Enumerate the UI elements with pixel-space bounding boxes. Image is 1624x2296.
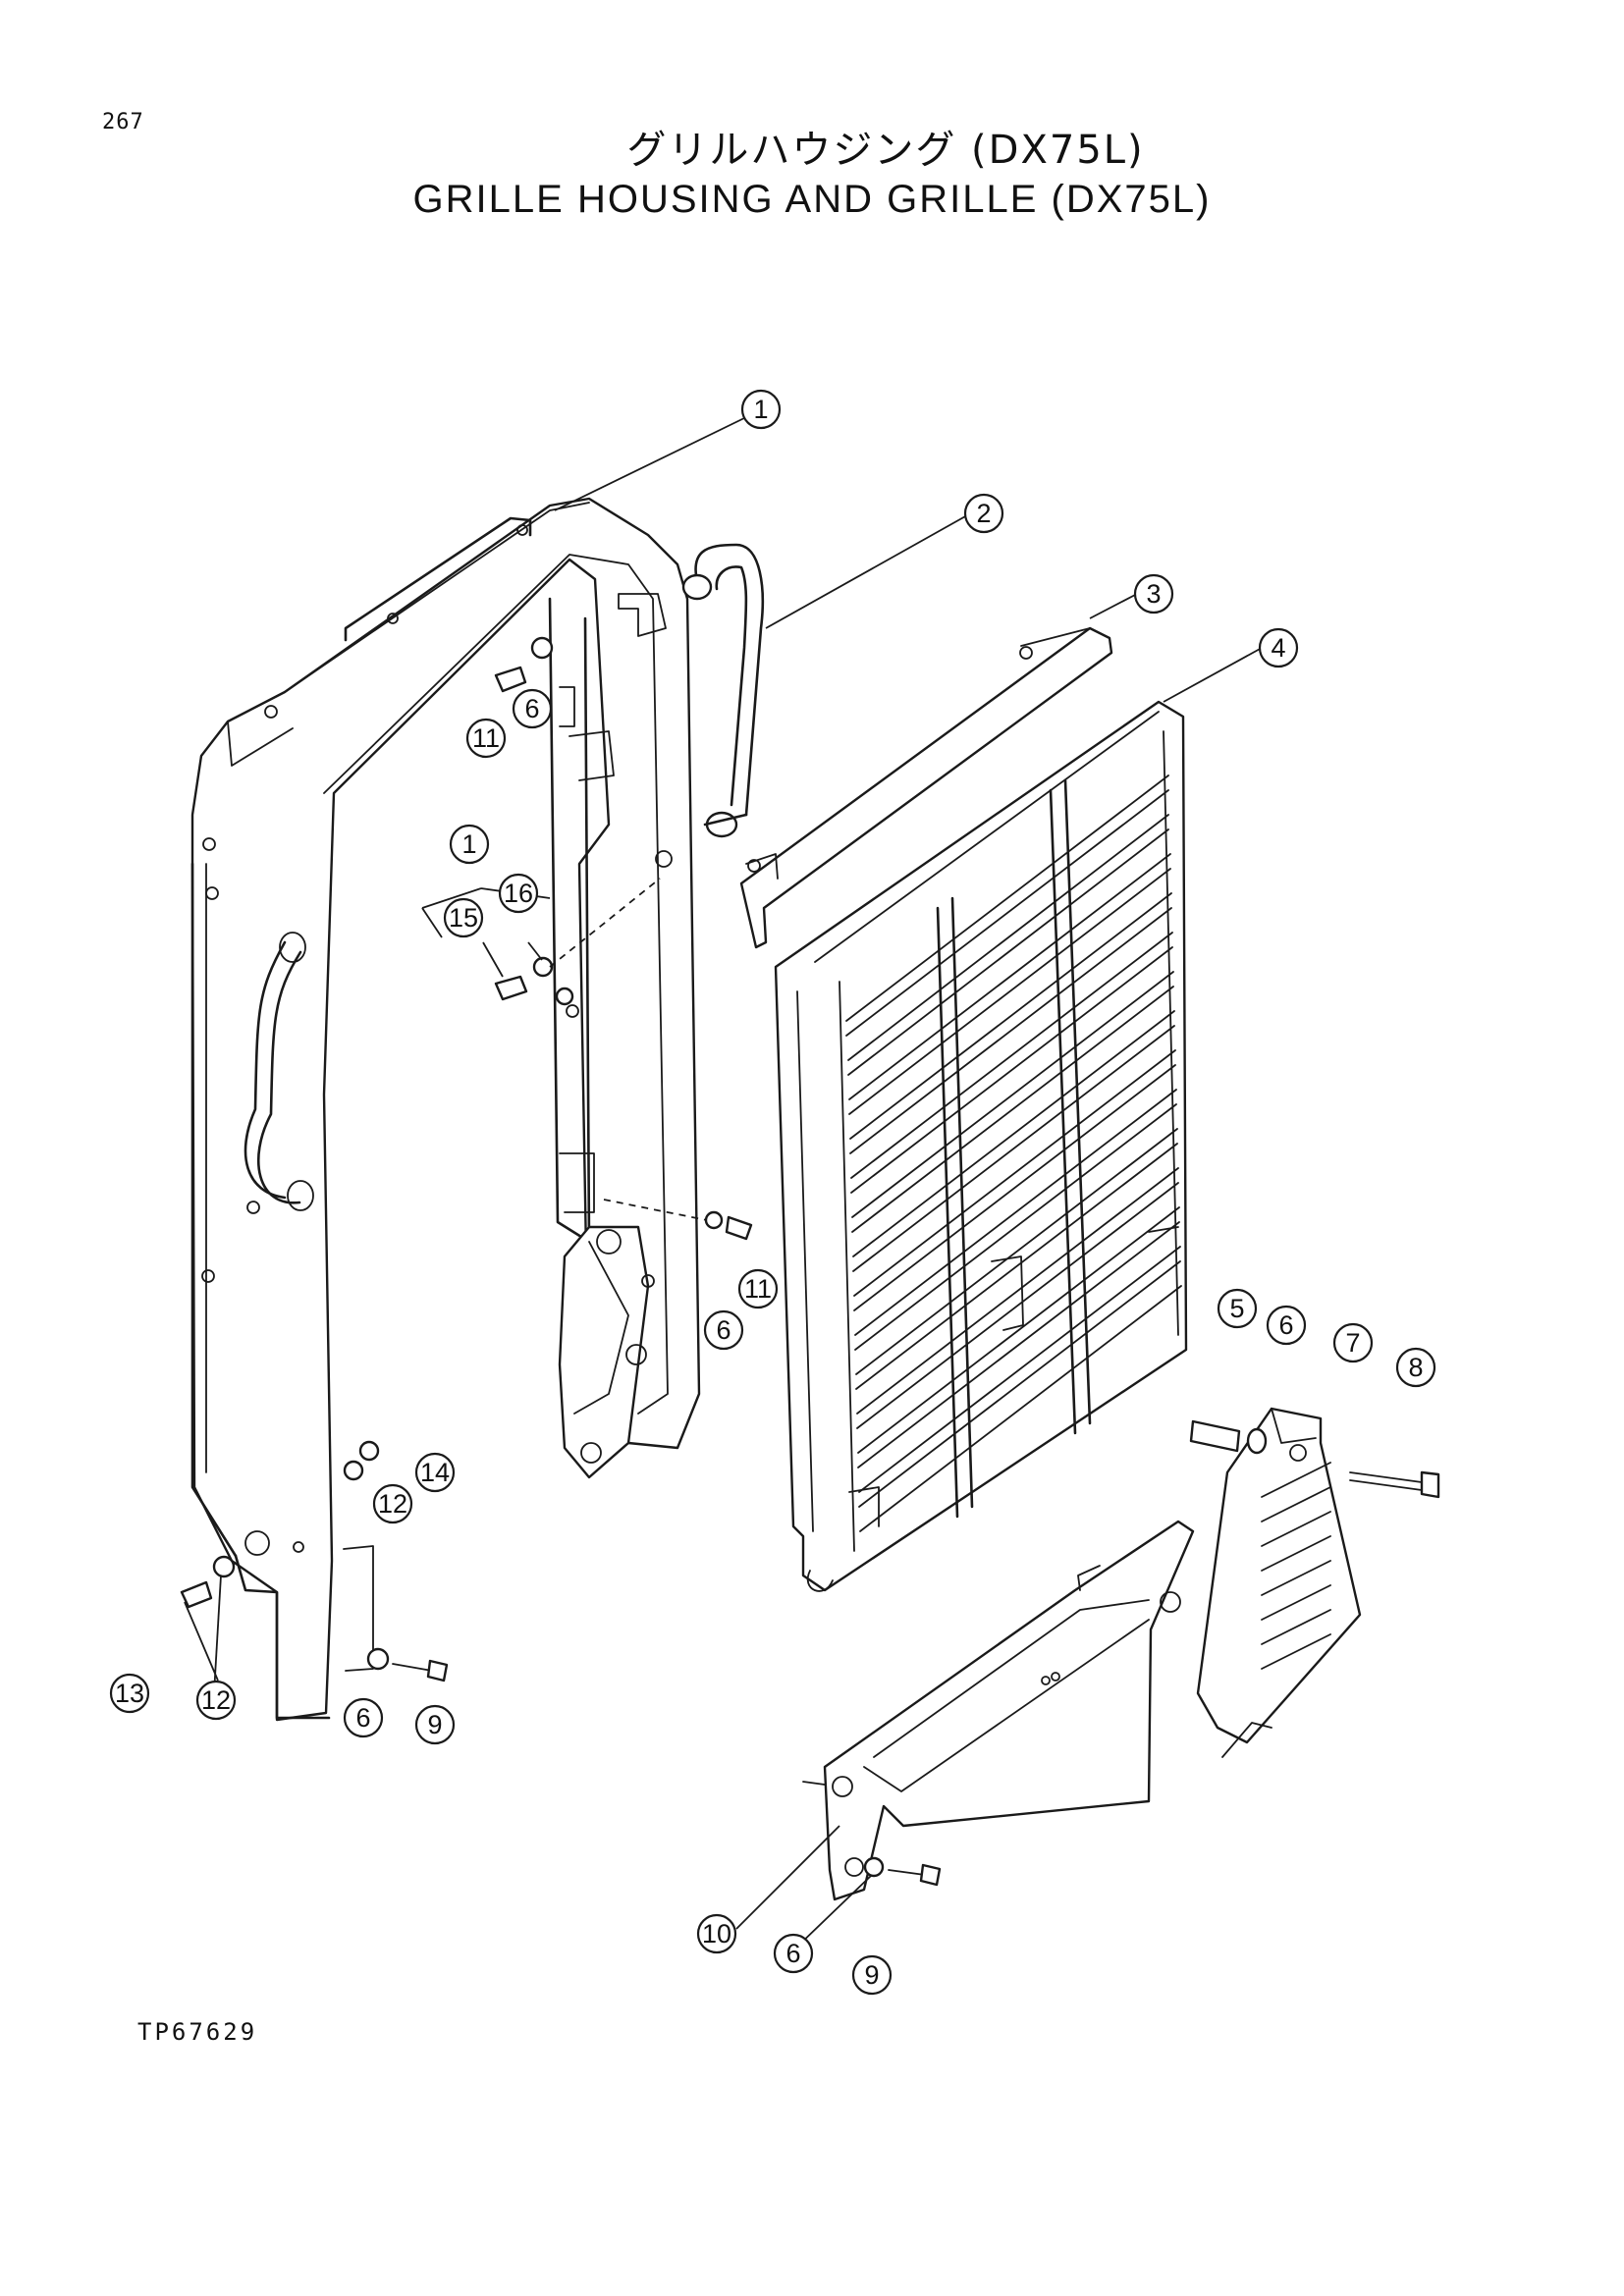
callout-9-bottom: 9 <box>851 1954 893 1996</box>
title-block: グリルハウジング (DX75L) GRILLE HOUSING AND GRIL… <box>0 126 1624 224</box>
callout-2: 2 <box>963 493 1004 534</box>
top-cover-plate <box>739 626 1113 949</box>
callout-label: 9 <box>864 1960 879 1990</box>
leader-lines <box>184 416 1263 1949</box>
callout-11-upper: 11 <box>465 718 507 759</box>
callout-label: 11 <box>472 723 500 753</box>
callout-label: 8 <box>1408 1353 1423 1382</box>
callout-label: 13 <box>115 1679 144 1708</box>
callout-12-upper: 12 <box>372 1483 413 1524</box>
callout-6-upper: 6 <box>512 688 553 729</box>
callout-label: 6 <box>524 694 539 723</box>
callout-label: 16 <box>504 879 533 908</box>
callout-6-lower-left: 6 <box>343 1697 384 1738</box>
title-japanese: グリルハウジング (DX75L) <box>626 128 1145 173</box>
callout-label: 11 <box>744 1274 772 1304</box>
lower-bracket <box>802 1520 1195 1901</box>
callout-label: 6 <box>716 1315 731 1345</box>
callout-label: 12 <box>378 1489 407 1519</box>
callout-5: 5 <box>1217 1288 1258 1329</box>
callout-6-hinge: 6 <box>1266 1305 1307 1346</box>
callout-1-top: 1 <box>740 389 782 430</box>
page-number: 267 <box>102 110 144 134</box>
callout-12-lower: 12 <box>195 1680 237 1721</box>
callout-label: 14 <box>420 1458 450 1487</box>
grille-housing-frame <box>190 497 701 1722</box>
callout-label: 1 <box>461 829 476 859</box>
callout-label: 10 <box>702 1919 731 1949</box>
callout-10: 10 <box>696 1913 737 1954</box>
callout-label: 7 <box>1345 1328 1360 1358</box>
callout-label: 9 <box>427 1710 442 1739</box>
callout-label: 5 <box>1229 1294 1244 1323</box>
callout-label: 1 <box>753 395 768 424</box>
callout-6-mid: 6 <box>703 1309 744 1351</box>
callout-3: 3 <box>1133 573 1174 614</box>
drawing-id: TP67629 <box>137 2018 258 2046</box>
callout-16: 16 <box>498 873 539 914</box>
callout-13: 13 <box>109 1673 150 1714</box>
side-cover <box>1196 1407 1362 1758</box>
callout-label: 12 <box>201 1685 231 1715</box>
callout-11-mid: 11 <box>737 1268 779 1309</box>
callout-label: 6 <box>355 1703 370 1733</box>
fasteners <box>180 636 942 1887</box>
callout-8: 8 <box>1395 1347 1436 1388</box>
callout-7: 7 <box>1332 1322 1374 1363</box>
hinge-pin <box>1189 1419 1268 1455</box>
callout-9-upper: 9 <box>414 1704 456 1745</box>
callout-label: 4 <box>1271 633 1285 663</box>
callout-1-sub: 1 <box>449 824 490 865</box>
callout-6-bottom: 6 <box>773 1933 814 1974</box>
callout-15: 15 <box>443 897 484 938</box>
grille-panel <box>774 700 1188 1592</box>
title-english: GRILLE HOUSING AND GRILLE (DX75L) <box>412 178 1212 221</box>
grab-handle <box>681 543 764 838</box>
callout-14: 14 <box>414 1452 456 1493</box>
callout-label: 6 <box>1278 1310 1293 1340</box>
callout-label: 15 <box>449 903 478 933</box>
hinge-bolt <box>1349 1470 1440 1499</box>
callout-label: 3 <box>1146 579 1161 609</box>
callout-label: 2 <box>976 499 991 528</box>
callout-4: 4 <box>1258 627 1299 668</box>
callout-label: 6 <box>785 1939 800 1968</box>
